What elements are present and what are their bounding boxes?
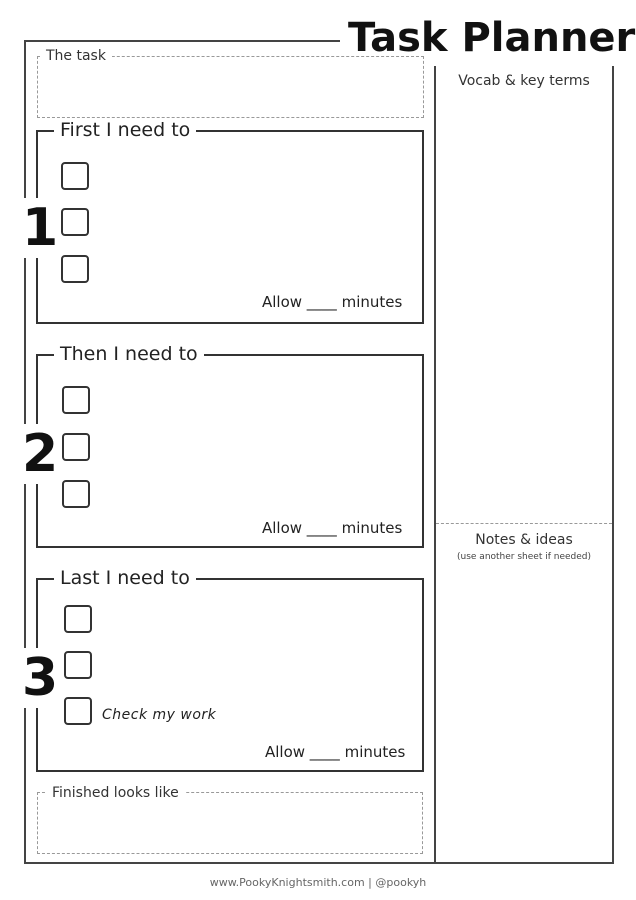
column-divider <box>434 40 436 864</box>
vocab-area[interactable] <box>436 96 612 521</box>
footer-site[interactable]: www.PookyKnightsmith.com <box>209 876 365 889</box>
step-3-checkbox-1[interactable] <box>64 605 92 633</box>
right-column-divider <box>436 523 612 524</box>
step-2-number: 2 <box>22 424 59 484</box>
step-1-allow: Allow ____ minutes <box>262 293 403 311</box>
step-3-checkbox-2[interactable] <box>64 651 92 679</box>
page-title: Task Planner <box>340 10 636 66</box>
step-2-checkbox-1[interactable] <box>62 386 90 414</box>
step-3-checkbox-3-label: Check my work <box>102 707 217 723</box>
outer-frame-right <box>612 42 614 864</box>
step-3-box <box>36 578 424 772</box>
step-2-heading: Then I need to <box>54 342 204 366</box>
step-1-heading: First I need to <box>54 118 197 142</box>
footer-separator: | <box>368 876 372 889</box>
finished-label: Finished looks like <box>46 784 185 802</box>
step-3-number: 3 <box>22 648 59 708</box>
notes-label: Notes & ideas <box>475 532 573 548</box>
outer-frame-bottom <box>24 862 614 864</box>
step-3-allow: Allow ____ minutes <box>265 743 406 761</box>
step-2-checkbox-3[interactable] <box>62 480 90 508</box>
finished-box[interactable] <box>37 792 423 854</box>
footer: www.PookyKnightsmith.com | @pookyh <box>0 876 636 889</box>
notes-sub: (use another sheet if needed) <box>457 552 591 562</box>
step-3-heading: Last I need to <box>54 566 196 590</box>
vocab-label: Vocab & key terms <box>458 73 590 89</box>
outer-frame-top <box>24 40 614 42</box>
step-3-checkbox-3[interactable] <box>64 697 92 725</box>
step-2-allow: Allow ____ minutes <box>262 519 403 537</box>
task-label: The task <box>40 47 112 65</box>
task-box[interactable] <box>37 56 424 118</box>
step-1-checkbox-2[interactable] <box>61 208 89 236</box>
notes-area[interactable] <box>436 570 612 860</box>
step-1-number: 1 <box>22 198 59 258</box>
step-1-checkbox-3[interactable] <box>61 255 89 283</box>
step-1-checkbox-1[interactable] <box>61 162 89 190</box>
step-2-checkbox-2[interactable] <box>62 433 90 461</box>
step-2-box <box>36 354 424 548</box>
footer-handle[interactable]: @pookyh <box>375 876 427 889</box>
